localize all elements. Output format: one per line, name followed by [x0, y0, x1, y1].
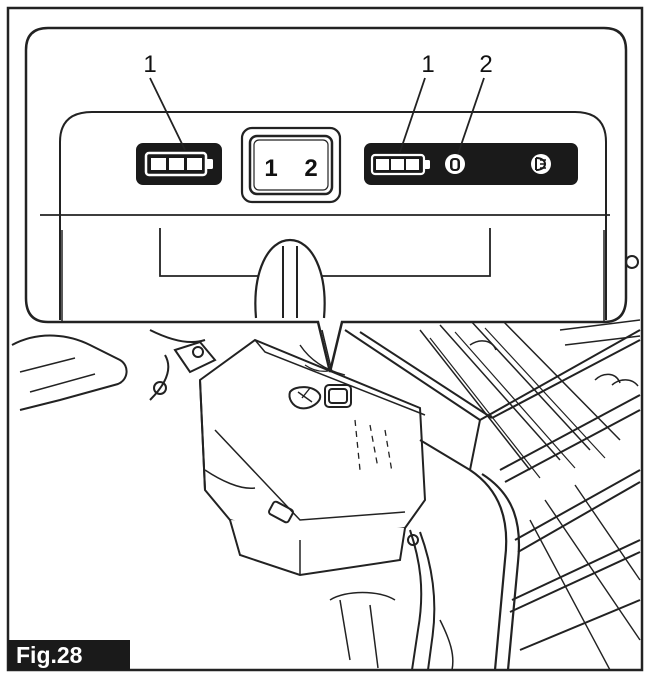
light-icon [531, 154, 551, 174]
left-battery-indicator [136, 143, 222, 185]
right-indicator-bar [364, 143, 578, 185]
display-panel [40, 111, 610, 322]
selector-digit-1: 1 [264, 155, 277, 182]
callout-number-right-battery: 1 [421, 51, 434, 78]
callout-number-key-indicator: 2 [479, 51, 492, 78]
selector-digit-2: 2 [304, 155, 317, 182]
selector-button: 1 2 [240, 126, 342, 204]
key-icon [445, 154, 465, 174]
callout-number-left-battery: 1 [143, 51, 156, 78]
machine-drawing [11, 255, 641, 671]
leader-lines [149, 77, 485, 155]
figure-label: Fig.28 [8, 640, 130, 670]
